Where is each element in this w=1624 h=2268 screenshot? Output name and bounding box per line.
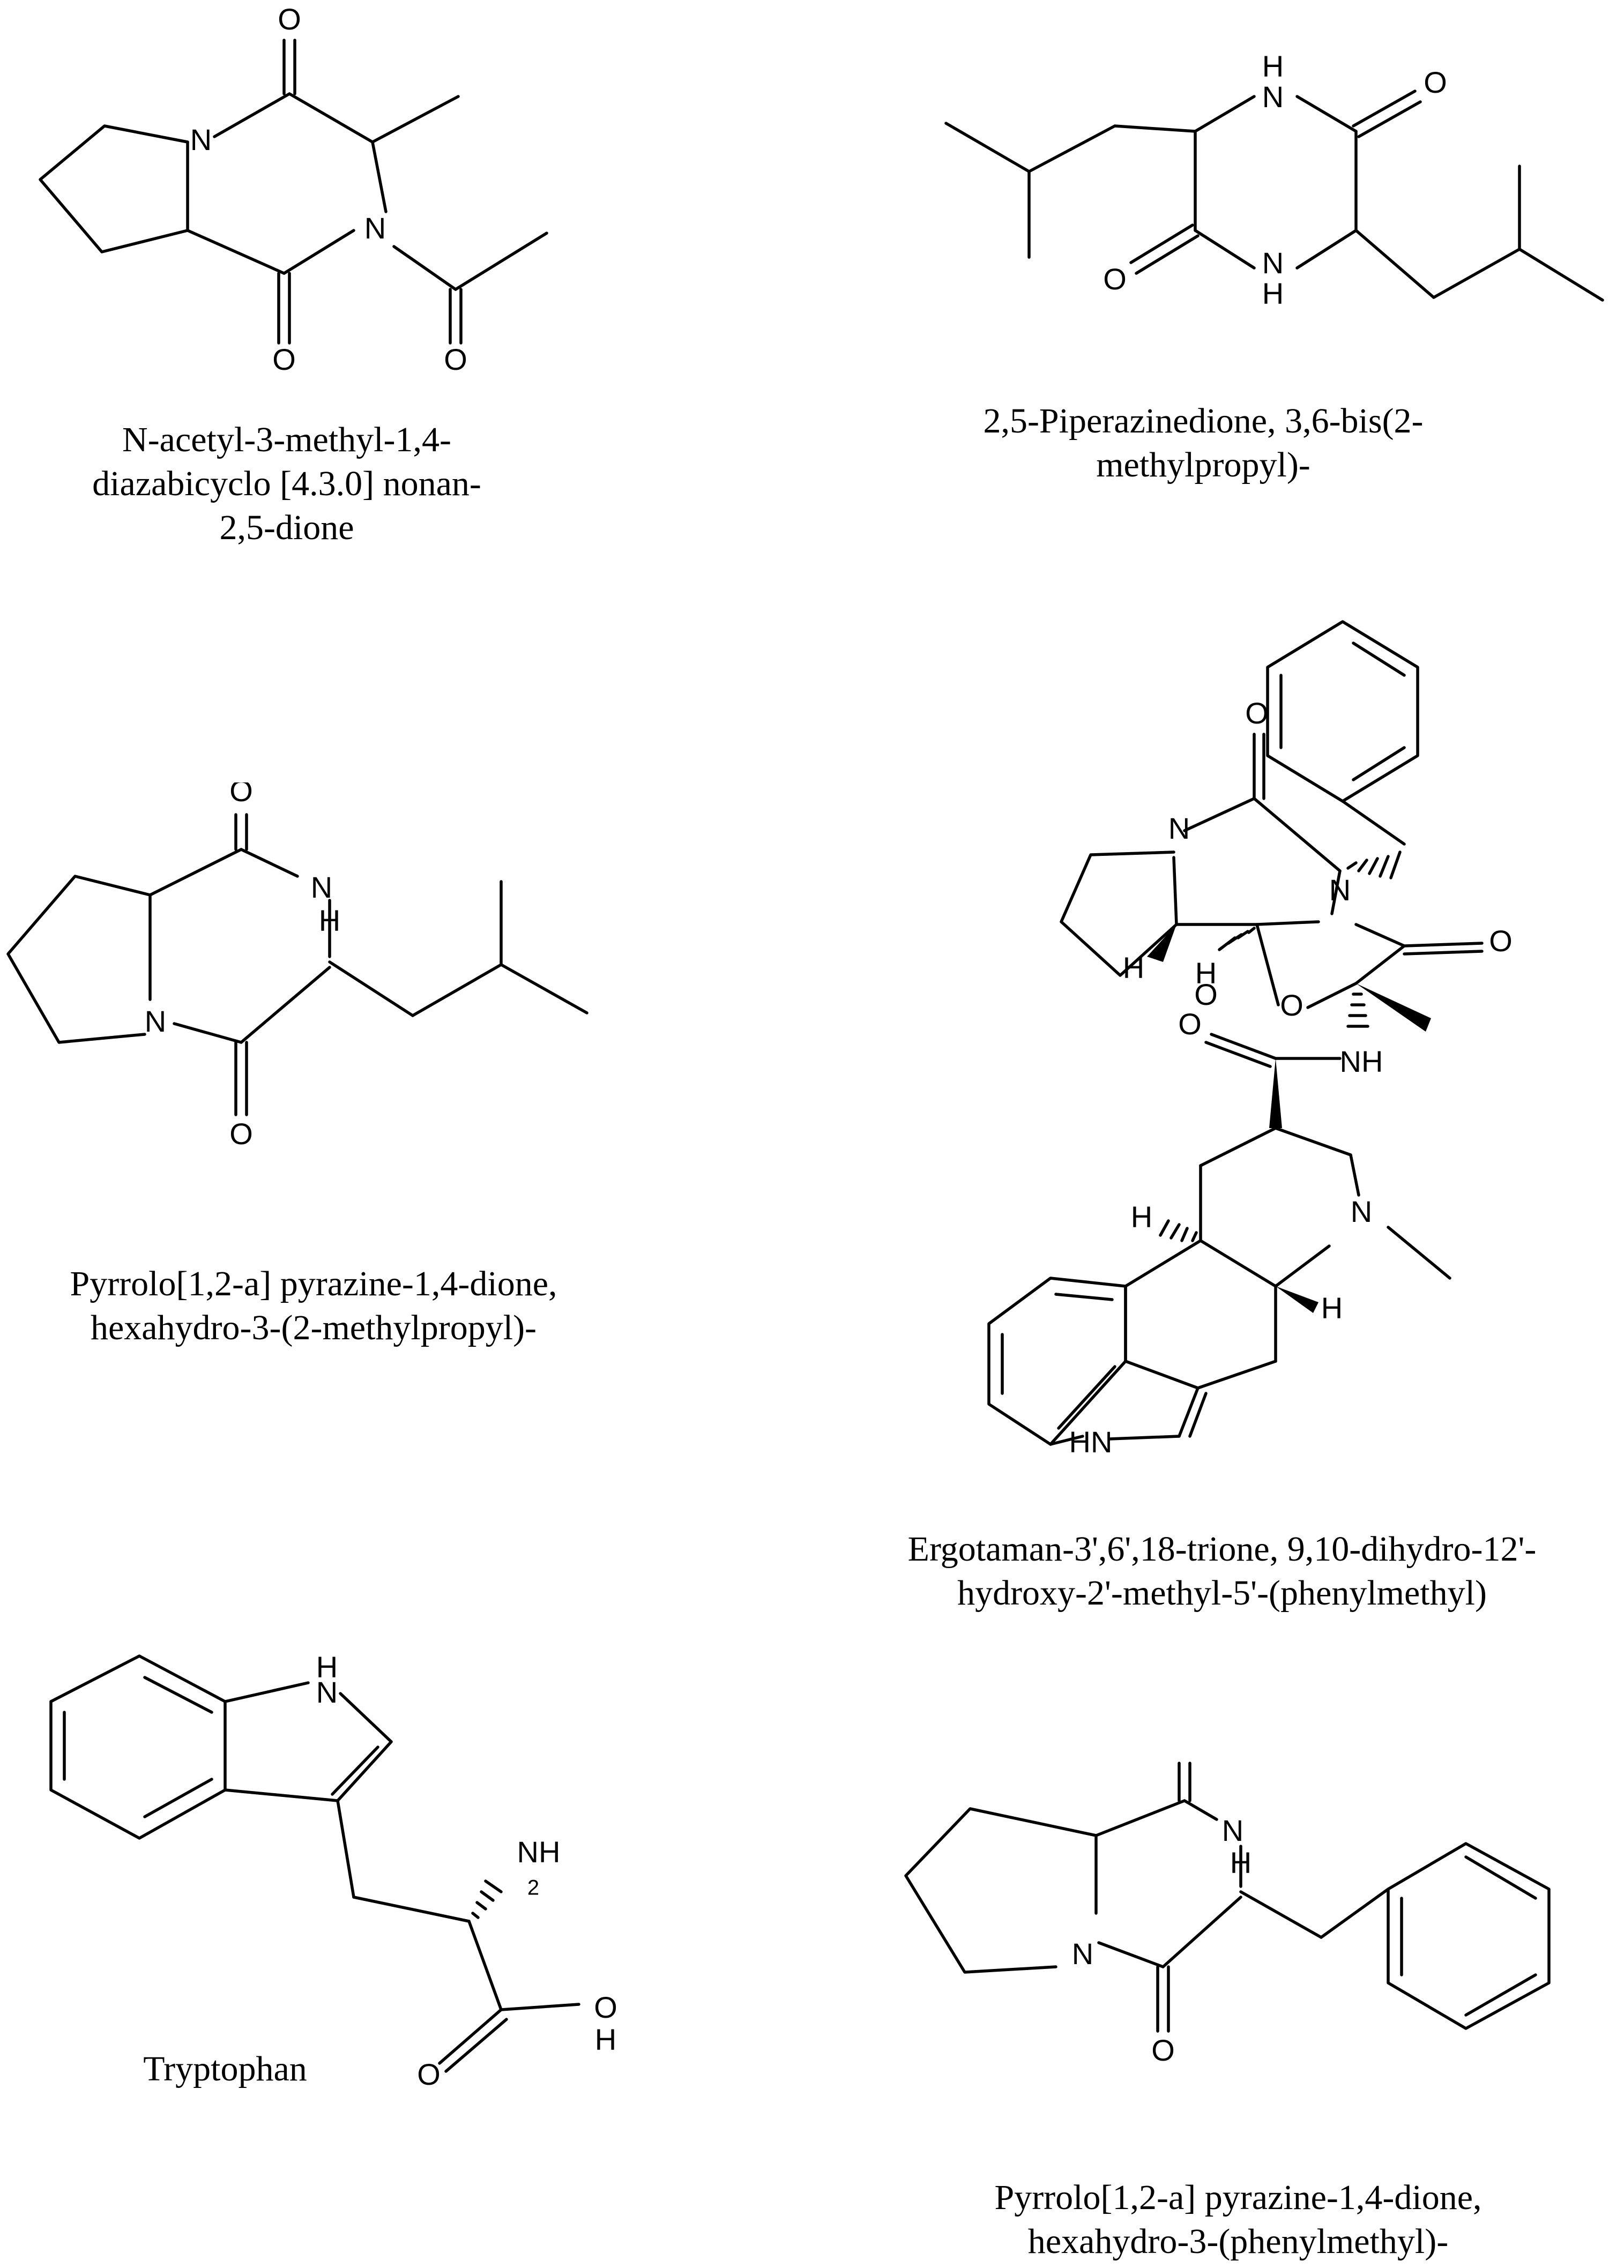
atom-nh: N — [311, 870, 332, 904]
atom-nh: N — [1262, 80, 1284, 114]
atom-nh: N — [1222, 1814, 1243, 1847]
structure-pyrrolopyrazinedione-phenylmethyl: O N H N O — [904, 1758, 1551, 2067]
atom-o: O — [1194, 978, 1218, 1011]
atom-n: N — [1329, 873, 1351, 907]
atom-n: N — [190, 123, 212, 156]
structure-n-acetyl-diazabicyclo-nonandione: O N N O O — [39, 2, 548, 376]
atom-h: H — [1123, 951, 1144, 984]
atom-n: NH — [517, 1835, 561, 1869]
atom-o: O — [1178, 1007, 1202, 1041]
atom-o: O — [272, 342, 296, 376]
atom-subscript-2: 2 — [527, 1876, 539, 1900]
caption-pyrrolopyrazinedione-phenylmethyl: Pyrrolo[1,2-a] pyrazine-1,4-dione, hexah… — [994, 2178, 1482, 2261]
atom-h: H — [1230, 1846, 1251, 1879]
atom-h: H — [316, 1650, 338, 1684]
atom-h: H — [319, 904, 340, 937]
atom-o: O — [1178, 1758, 1202, 1762]
atom-nh: NH — [1340, 1045, 1383, 1078]
caption-n-acetyl-diazabicyclo-nonandione: N-acetyl-3-methyl-1,4- diazabicyclo [4.3… — [92, 420, 481, 547]
structure-tryptophan: H N NH 2 O H O — [49, 1650, 617, 2091]
atom-n: N — [1168, 811, 1190, 845]
atom-o: O — [594, 1990, 617, 2024]
atom-n: N — [364, 211, 386, 245]
atom-o: O — [229, 782, 253, 808]
atom-n: N — [145, 1004, 166, 1038]
atom-o: O — [1280, 988, 1303, 1022]
caption-bis-methylpropyl-piperazinedione: 2,5-Piperazinedione, 3,6-bis(2- methylpr… — [983, 401, 1424, 484]
atom-n: N — [316, 1675, 338, 1709]
atom-n: N — [1351, 1195, 1372, 1228]
atom-h: H — [1262, 277, 1284, 310]
caption-tryptophan: Tryptophan — [143, 2049, 307, 2088]
atom-o: O — [1103, 262, 1127, 296]
atom-o: O — [229, 1117, 253, 1151]
atom-h: H — [1131, 1200, 1152, 1234]
structure-ergotaman-trione: O N N O H H O O O NH H N H HN — [987, 620, 1513, 1459]
atom-o: O — [417, 2057, 441, 2091]
structure-pyrrolopyrazinedione-methylpropyl: O N H N O — [6, 782, 588, 1151]
atom-o: O — [1151, 2033, 1175, 2067]
atom-hn: HN — [1069, 1425, 1113, 1459]
atom-o: O — [1489, 924, 1513, 958]
atom-o: O — [1245, 696, 1269, 730]
atom-o: O — [444, 342, 467, 376]
atom-h: H — [1321, 1291, 1343, 1325]
atom-o: O — [1424, 65, 1447, 99]
atom-h: H — [595, 2023, 616, 2056]
caption-ergotaman-trione: Ergotaman-3',6',18-trione, 9,10-dihydro-… — [907, 1530, 1537, 1613]
atom-h: H — [1195, 956, 1217, 990]
atom-n: N — [1072, 1937, 1093, 1971]
atom-o: O — [278, 2, 301, 36]
structure-bis-methylpropyl-piperazinedione: N H N H O O — [944, 49, 1604, 310]
caption-pyrrolopyrazinedione-methylpropyl: Pyrrolo[1,2-a] pyrazine-1,4-dione, hexah… — [70, 1264, 557, 1347]
atom-nh: N — [1262, 246, 1284, 280]
atom-h: H — [1262, 49, 1284, 83]
